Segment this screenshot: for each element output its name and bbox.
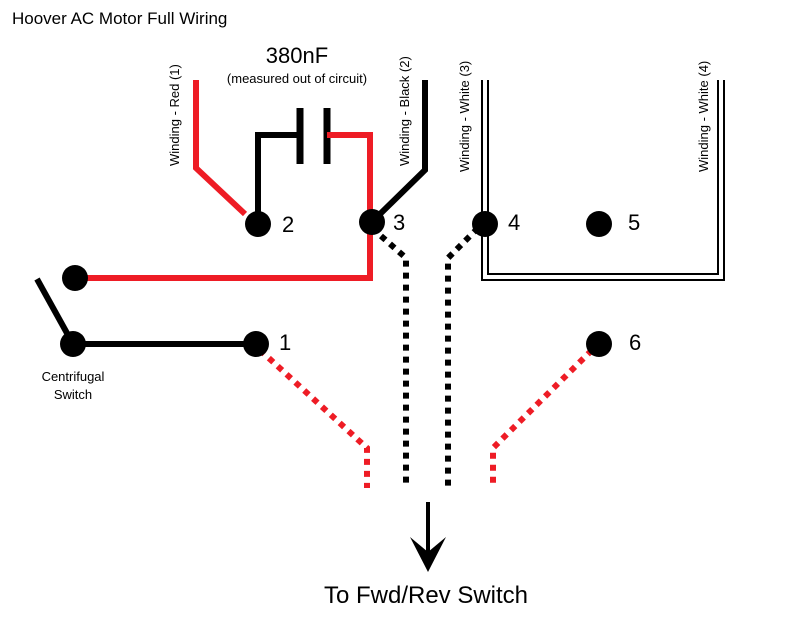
dotted-wire-terminal-3 (370, 225, 409, 488)
winding-red-label: Winding - Red (1) (167, 64, 182, 166)
switch-contact-top (62, 265, 88, 291)
terminal-5-label: 5 (628, 210, 640, 235)
capacitor-red-lead (327, 132, 373, 222)
winding-red-wire (193, 80, 248, 217)
winding-black-wire (375, 80, 428, 219)
arrow-down-icon (410, 537, 446, 572)
switch-red-wire (75, 222, 373, 281)
winding-white4-wire-outline (481, 80, 725, 281)
switch-contact-bottom (60, 331, 86, 357)
winding-black-label: Winding - Black (2) (397, 56, 412, 166)
terminal-1 (243, 331, 269, 357)
centrifugal-switch-label-line2: Switch (54, 387, 92, 402)
capacitor-black-lead (255, 132, 300, 224)
terminal-5 (586, 211, 612, 237)
terminal-2-label: 2 (282, 212, 294, 237)
centrifugal-switch-label-line1: Centrifugal (42, 369, 105, 384)
terminal-3-label: 3 (393, 210, 405, 235)
winding-white4-wire (483, 80, 723, 279)
terminal-4-label: 4 (508, 210, 520, 235)
destination-label: To Fwd/Rev Switch (324, 582, 528, 609)
terminal-3 (359, 209, 385, 235)
terminal-1-label: 1 (279, 330, 291, 355)
winding-white4-label: Winding - White (4) (696, 61, 711, 172)
capacitor-value: 380nF (266, 43, 328, 68)
winding-white3-label: Winding - White (3) (457, 61, 472, 172)
diagram-title: Hoover AC Motor Full Wiring (12, 9, 227, 28)
terminal-6-label: 6 (629, 330, 641, 355)
dotted-wire-terminal-6 (490, 347, 595, 488)
terminal-6 (586, 331, 612, 357)
terminal-2 (245, 211, 271, 237)
capacitor-note: (measured out of circuit) (227, 71, 367, 86)
dotted-wire-terminal-4 (445, 225, 481, 488)
terminal-4 (472, 211, 498, 237)
dotted-wire-terminal-1 (257, 347, 370, 488)
